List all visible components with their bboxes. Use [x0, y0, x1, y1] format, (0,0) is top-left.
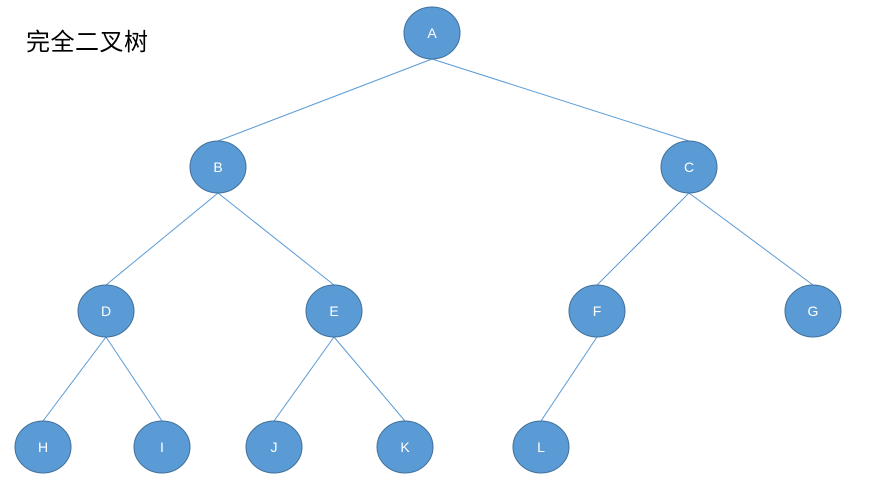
tree-node-e: E: [305, 284, 363, 338]
tree-node-d: D: [77, 284, 135, 338]
edge-e-k: [333, 336, 406, 422]
edge-b-e: [217, 192, 335, 286]
edge-f-l: [540, 336, 598, 422]
node-circle: [376, 420, 434, 474]
edges-layer: [42, 58, 814, 422]
node-label: H: [38, 439, 48, 455]
edge-d-h: [42, 336, 107, 422]
node-circle: [133, 420, 191, 474]
node-label: A: [427, 25, 437, 41]
node-circle: [403, 6, 461, 60]
tree-node-h: H: [14, 420, 72, 474]
node-label: J: [271, 439, 278, 455]
tree-node-f: F: [568, 284, 626, 338]
tree-node-b: B: [189, 140, 247, 194]
node-circle: [245, 420, 303, 474]
edge-c-f: [596, 192, 690, 286]
node-label: B: [213, 159, 222, 175]
node-label: C: [684, 159, 694, 175]
node-label: L: [537, 439, 545, 455]
tree-node-a: A: [403, 6, 461, 60]
node-label: F: [593, 303, 602, 319]
diagram-title: 完全二叉树: [26, 28, 149, 56]
node-circle: [305, 284, 363, 338]
node-circle: [77, 284, 135, 338]
node-label: G: [808, 303, 819, 319]
edge-c-g: [688, 192, 814, 286]
tree-node-j: J: [245, 420, 303, 474]
edge-e-j: [273, 336, 335, 422]
node-label: K: [400, 439, 410, 455]
node-circle: [14, 420, 72, 474]
edge-b-d: [105, 192, 219, 286]
tree-node-g: G: [784, 284, 842, 338]
node-label: I: [160, 439, 164, 455]
edge-a-c: [431, 58, 690, 142]
nodes-layer: A B C D E F G H I J K L: [14, 6, 842, 474]
node-circle: [512, 420, 570, 474]
edge-a-b: [217, 58, 433, 142]
node-label: E: [329, 303, 338, 319]
tree-node-c: C: [660, 140, 718, 194]
tree-node-i: I: [133, 420, 191, 474]
tree-node-k: K: [376, 420, 434, 474]
tree-node-l: L: [512, 420, 570, 474]
edge-d-i: [105, 336, 163, 422]
node-circle: [660, 140, 718, 194]
node-label: D: [101, 303, 111, 319]
node-circle: [784, 284, 842, 338]
node-circle: [568, 284, 626, 338]
node-circle: [189, 140, 247, 194]
